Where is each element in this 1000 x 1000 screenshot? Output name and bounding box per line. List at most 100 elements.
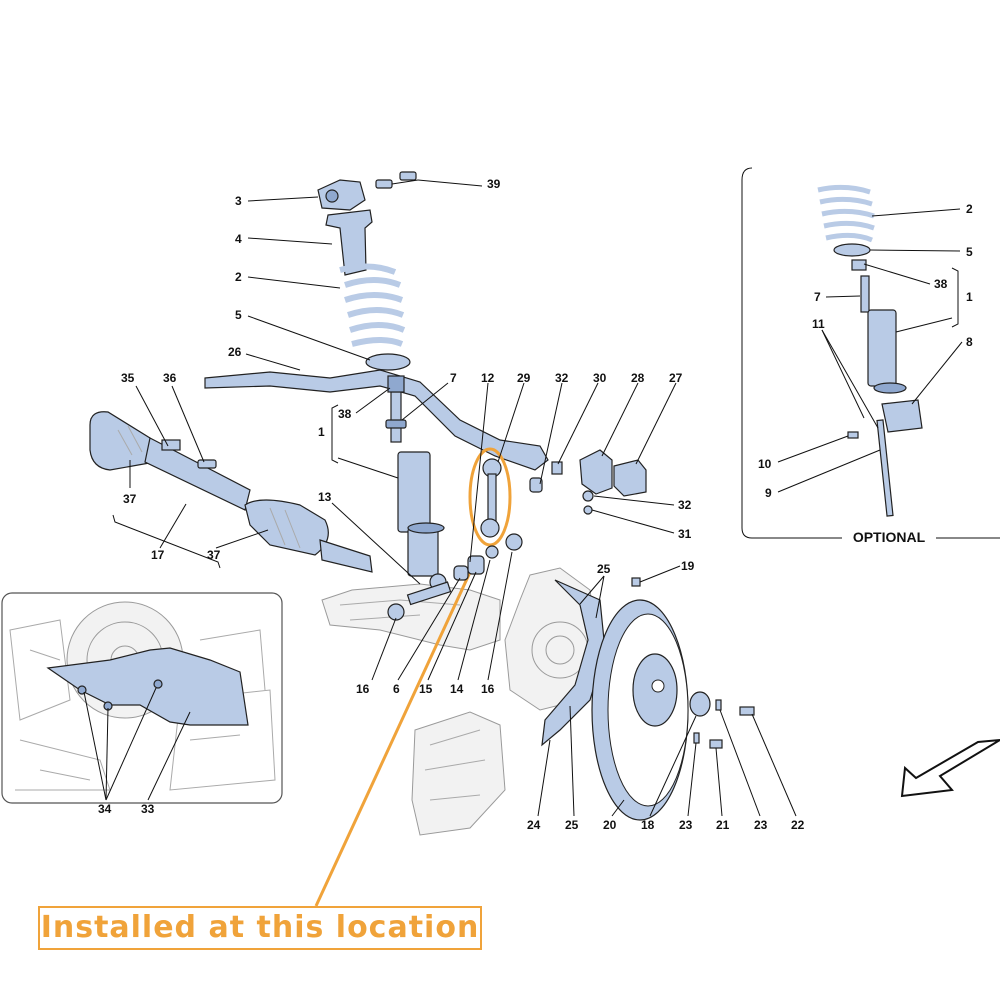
drop-link-12: [480, 458, 502, 538]
label-21: 21: [716, 818, 730, 832]
bolt-39a: [375, 179, 393, 189]
label-13: 13: [318, 490, 332, 504]
bushing-32: [529, 477, 543, 493]
label-3: 3: [235, 194, 242, 208]
label-20: 20: [603, 818, 617, 832]
damper-rod-7: [390, 391, 402, 443]
label-22: 22: [791, 818, 805, 832]
label-16a: 16: [356, 682, 370, 696]
inset-bump-38: [851, 259, 867, 271]
label-27: 27: [669, 371, 683, 385]
inset-sensor-9: [876, 419, 894, 517]
spring-seat-5: [365, 353, 411, 371]
label-36: 36: [163, 371, 177, 385]
label-12: 12: [481, 371, 495, 385]
inset-pin-10: [847, 431, 859, 439]
label-4: 4: [235, 232, 242, 246]
clip-19: [631, 577, 641, 587]
inset-label-5: 5: [966, 245, 973, 259]
label-35: 35: [121, 371, 135, 385]
label-28: 28: [631, 371, 645, 385]
label-29: 29: [517, 371, 531, 385]
bolt-36: [197, 459, 217, 469]
brake-shield-24: [541, 579, 606, 747]
washer-16b: [505, 533, 523, 551]
label-19: 19: [681, 559, 695, 573]
clamp-35: [161, 439, 181, 451]
label-6: 6: [393, 682, 400, 696]
hub-nut-18: [689, 691, 711, 717]
label-33: 33: [141, 802, 155, 816]
label-23b: 23: [754, 818, 768, 832]
label-39: 39: [487, 177, 501, 191]
label-30: 30: [593, 371, 607, 385]
bracket-28: [579, 449, 613, 495]
label-15: 15: [419, 682, 433, 696]
stud-22: [739, 706, 755, 716]
highlight-leader: [314, 567, 474, 907]
label-25b: 25: [565, 818, 579, 832]
label-38: 38: [338, 407, 352, 421]
inset-label-11: 11: [812, 317, 825, 331]
inset-label-38: 38: [934, 277, 948, 291]
nut-32b: [582, 490, 594, 502]
upright-ghost: [504, 567, 599, 711]
label-23a: 23: [679, 818, 693, 832]
label-18: 18: [641, 818, 655, 832]
label-2: 2: [235, 270, 242, 284]
inset-label-2: 2: [966, 202, 973, 216]
label-26: 26: [228, 345, 242, 359]
label-32: 32: [555, 371, 569, 385]
washer-14: [485, 545, 499, 559]
label-24: 24: [527, 818, 541, 832]
inset-label-7: 7: [814, 290, 821, 304]
installed-location-callout: Installed at this location: [38, 906, 482, 950]
label-31: 31: [678, 527, 692, 541]
label-37b: 37: [207, 548, 221, 562]
label-25a: 25: [597, 562, 611, 576]
bolt-13: [406, 581, 452, 606]
label-16b: 16: [481, 682, 495, 696]
optional-inset-frame: [741, 167, 1000, 539]
damper-body-1: [397, 451, 431, 533]
bump-stop-4: [325, 209, 373, 276]
brake-disc-20: [591, 599, 689, 821]
optional-inset-label: OPTIONAL: [853, 529, 926, 545]
pin-23a: [693, 732, 700, 744]
top-mount-3: [317, 179, 366, 211]
inset-rod-7: [860, 275, 870, 313]
inset-label-9: 9: [765, 486, 772, 500]
inset-coil-spring-2: [817, 184, 875, 243]
inset-spring-seat-5: [833, 243, 871, 257]
inset-mount-8: [881, 399, 923, 433]
washer-16: [387, 603, 405, 621]
label-17: 17: [151, 548, 165, 562]
label-1: 1: [318, 425, 325, 439]
bolt-21: [709, 739, 723, 749]
part-number-labels: 3 39 4 2 5 26 35 36 38 1 7 12 29 32 30 2…: [98, 177, 973, 832]
bushing-6: [453, 565, 469, 581]
inset-damper-body: [867, 309, 897, 387]
pin-23b: [715, 699, 722, 711]
inset-label-10: 10: [758, 457, 772, 471]
label-34: 34: [98, 802, 112, 816]
label-37a: 37: [123, 492, 137, 506]
washer-31: [583, 505, 593, 515]
bushing-27: [613, 459, 647, 497]
bushing-15: [467, 555, 485, 575]
label-32b: 32: [678, 498, 692, 512]
gearbox-inset: [1, 592, 283, 804]
inset-label-1: 1: [966, 290, 973, 304]
anti-roll-bar-26: [204, 369, 549, 471]
direction-arrow: [900, 739, 1000, 798]
label-14: 14: [450, 682, 464, 696]
leader-lines: [83, 179, 963, 817]
label-7: 7: [450, 371, 457, 385]
brake-caliper-ghost: [411, 711, 506, 836]
nut-30: [551, 461, 563, 475]
bolt-39b: [399, 171, 417, 181]
drive-shaft-17: [89, 411, 373, 573]
label-5: 5: [235, 308, 242, 322]
coil-spring-2: [339, 263, 406, 347]
